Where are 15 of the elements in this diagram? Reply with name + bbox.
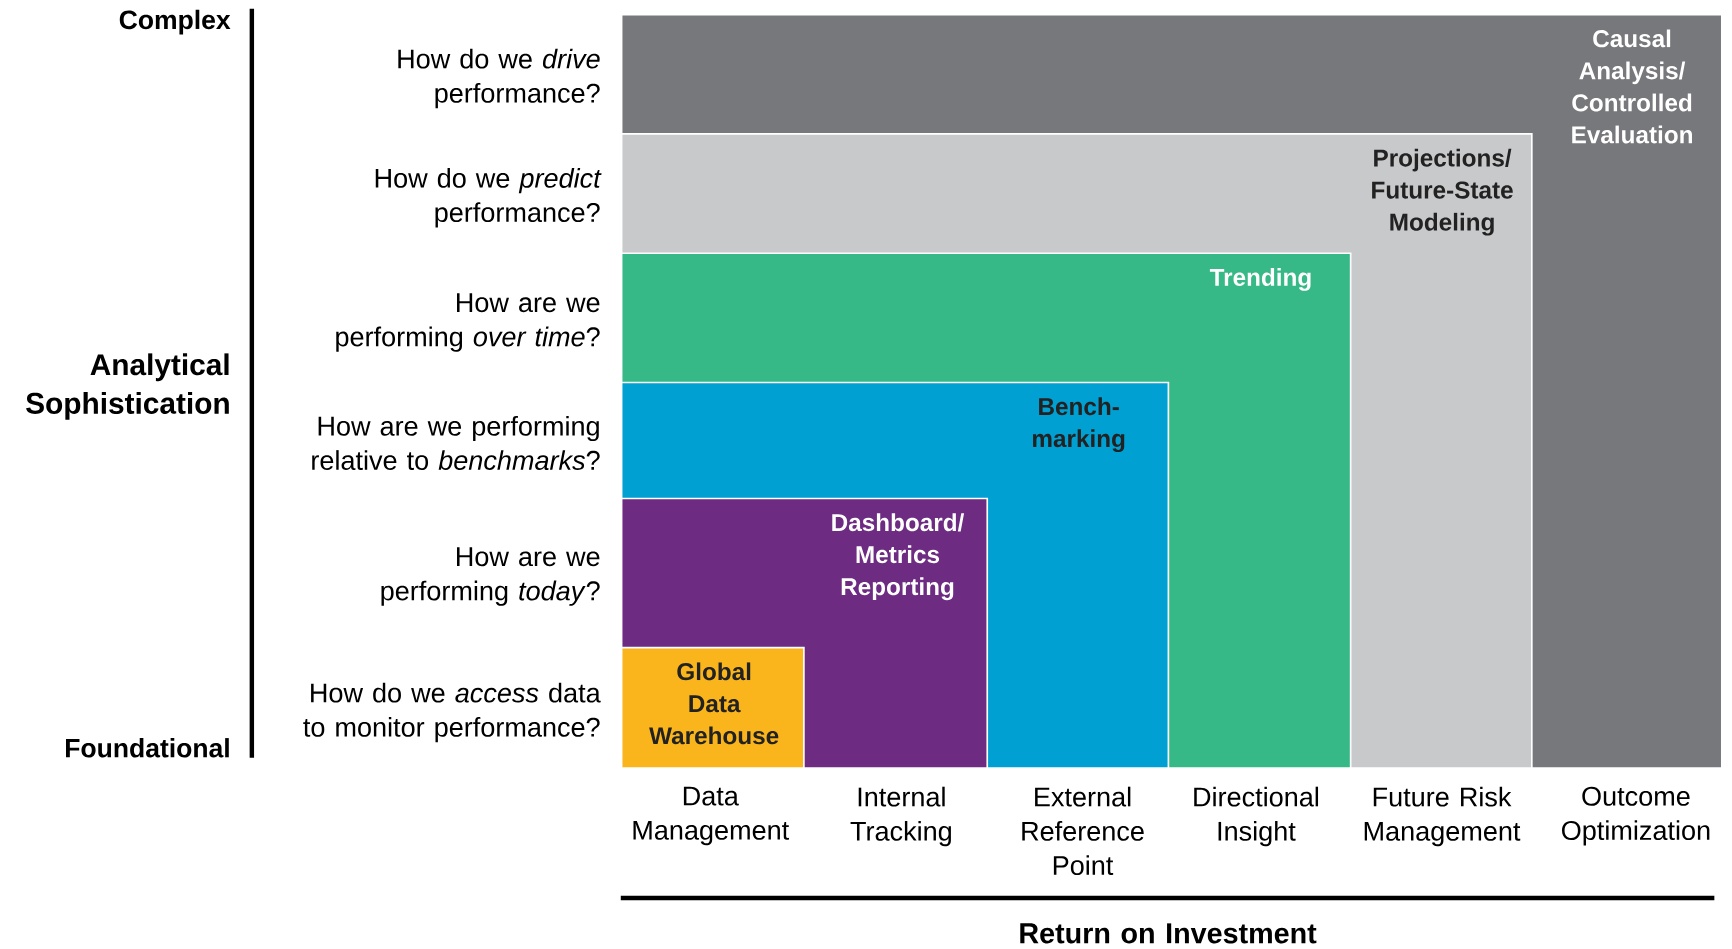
axis-label: Analytical Sophistication	[26, 353, 229, 420]
axis-label: Complex	[119, 9, 231, 35]
column-label: Future Risk Management	[1364, 786, 1521, 847]
column-label: Outcome Optimization	[1562, 786, 1710, 846]
axis-title: Return on Investment	[1020, 923, 1317, 944]
axis-label: Foundational	[66, 738, 229, 758]
question-text: How do we predict performance?	[375, 168, 602, 228]
question-text: How are we performing over time?	[336, 293, 600, 352]
column-label: Directional Insight	[1194, 786, 1319, 847]
column-label: Internal Tracking	[850, 786, 951, 847]
question-text: How are we performing today?	[381, 547, 600, 606]
question-text: How are we performing relative to benchmarks?	[312, 415, 600, 471]
step-block: Global Data Warehouse	[620, 646, 805, 769]
column-label: External Reference Point	[1022, 786, 1144, 876]
question-text: How do we drive performance?	[398, 48, 600, 109]
